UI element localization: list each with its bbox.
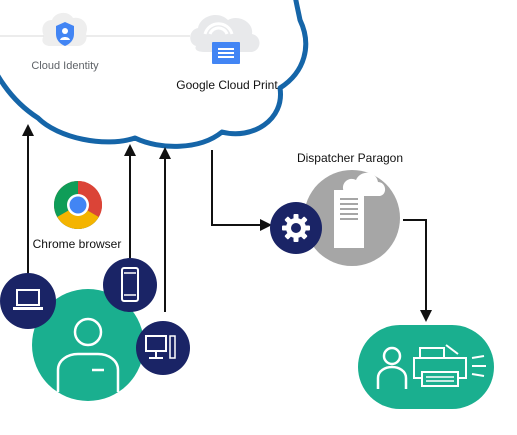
chrome-browser-label: Chrome browser xyxy=(33,237,122,251)
cloud-identity-shield-icon xyxy=(42,12,88,46)
google-cloud-shape xyxy=(0,0,309,149)
person-printer-badge xyxy=(358,325,494,409)
desktop-computer-icon xyxy=(136,321,190,375)
arrow-cloud-to-dispatcher xyxy=(211,150,272,231)
chrome-logo-icon xyxy=(53,181,103,230)
gear-icon xyxy=(270,202,322,254)
server-icon xyxy=(304,170,400,266)
user-icon xyxy=(32,289,144,401)
person-icon xyxy=(376,346,408,389)
arrow-dispatcher-to-printer xyxy=(403,219,432,322)
cloud-identity-label: Cloud Identity xyxy=(31,60,99,72)
printer-icon xyxy=(413,344,486,387)
google-cloud-print-label: Google Cloud Print xyxy=(176,78,278,92)
laptop-icon xyxy=(0,273,56,329)
smartphone-icon xyxy=(103,258,157,312)
dispatcher-paragon-label: Dispatcher Paragon xyxy=(297,151,403,165)
cloud-print-icon xyxy=(190,14,260,64)
